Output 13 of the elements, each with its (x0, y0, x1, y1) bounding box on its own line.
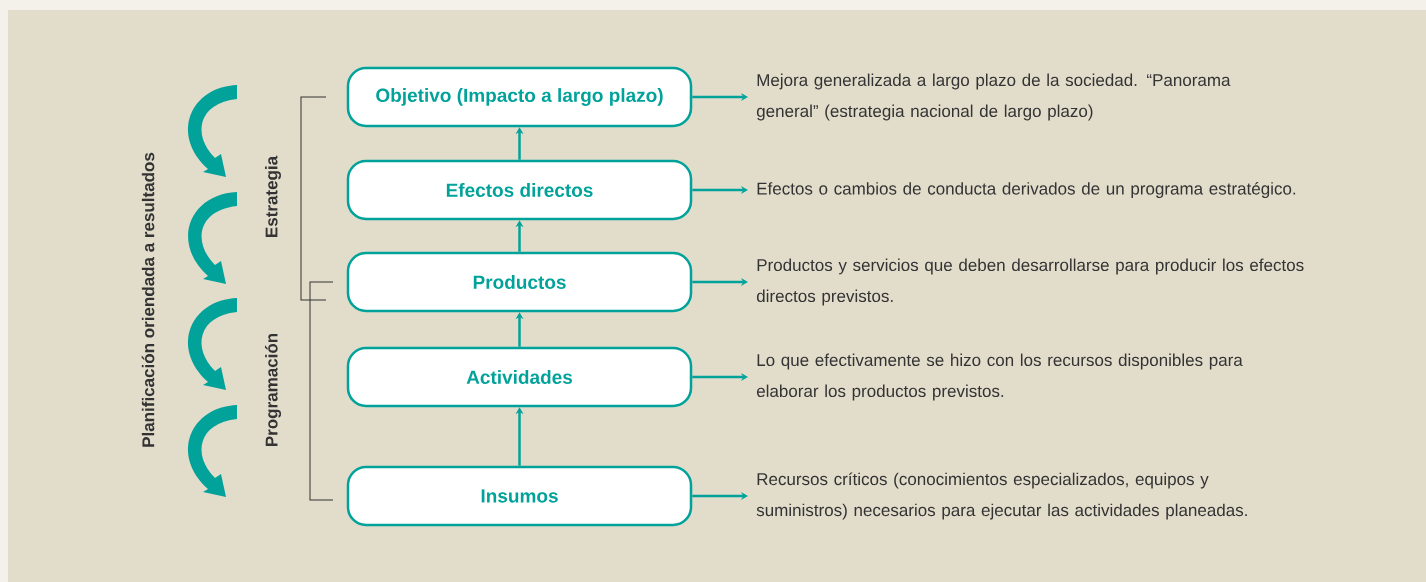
bracket-label: Estrategia (265, 155, 281, 237)
rotated-heading: Planificación oriendada a resultados (141, 152, 155, 447)
description-text: Recursos críticos (conocimientos especializados, equipos y suministros) necesarios para ejecutar las actividades planeadas. (756, 472, 1247, 520)
process-box: Efectos directos (346, 159, 693, 221)
description-text: Lo que efectivamente se hizo con los recursos disponibles para elaborar los productos previstos. (756, 353, 1243, 401)
process-box: Insumos (346, 465, 693, 527)
description-text: Mejora generalizada a largo plazo de la sociedad. “Panorama general” (estrategia nacional de largo plazo) (756, 73, 1231, 121)
bracket-label: Programación (264, 333, 282, 446)
process-box: Productos (346, 251, 693, 313)
description-text: Productos y servicios que deben desarrollarse para producir los efectos directos previstos. (756, 258, 1304, 306)
process-box: Objetivo (Impacto a largo plazo) (346, 66, 693, 128)
description-text: Efectos o cambios de conducta derivados de un programa estratégico. (757, 182, 1296, 199)
process-box: Actividades (346, 346, 693, 408)
